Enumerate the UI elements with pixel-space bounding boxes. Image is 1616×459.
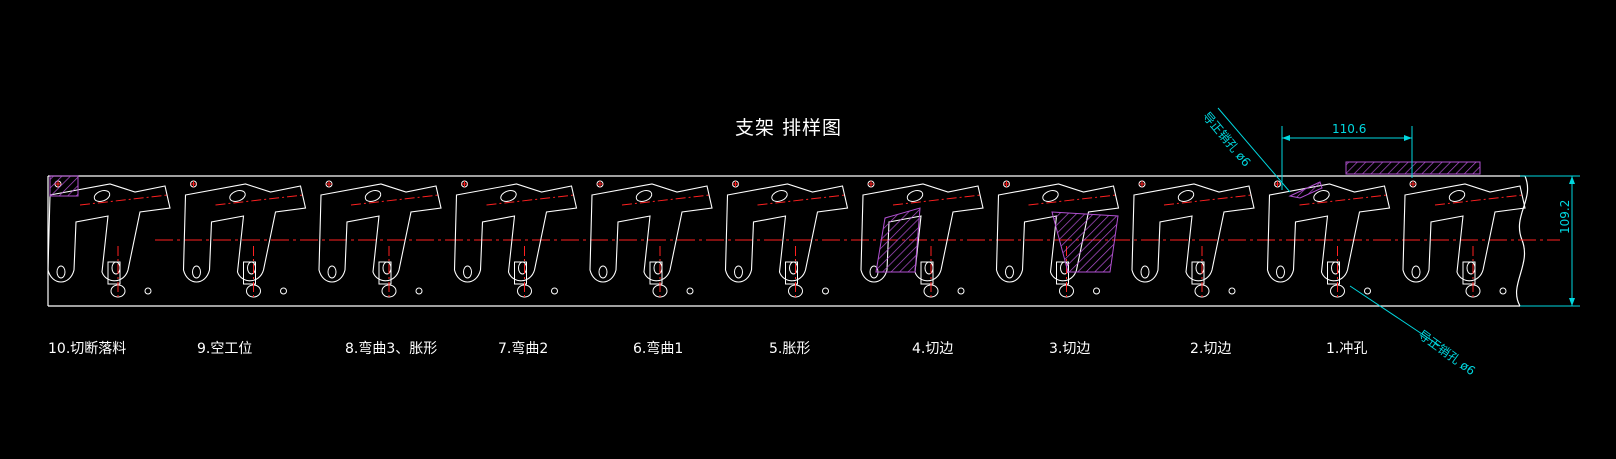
dimension-lines <box>1217 107 1580 347</box>
carrier-tab <box>514 261 527 285</box>
carrier-tab <box>378 261 392 285</box>
station-label-7: 7.弯曲2 <box>498 341 549 357</box>
lug-hole <box>247 261 256 275</box>
slot-hole <box>229 190 246 202</box>
station-label-8: 8.弯曲3、胀形 <box>345 341 438 357</box>
station-label-1: 1.冲孔 <box>1326 341 1368 357</box>
pilot-hole <box>415 287 423 295</box>
slot-hole <box>1177 190 1195 202</box>
lug-hole <box>1331 261 1340 275</box>
strip-outline <box>47 175 1529 307</box>
station-label-5: 5.胀形 <box>769 341 811 357</box>
lug-hole <box>1466 261 1476 275</box>
carrier-tab <box>107 261 121 285</box>
part-axis <box>350 194 440 206</box>
slot-hole <box>93 190 111 202</box>
carrier-tab <box>1327 261 1340 285</box>
station-label-3: 3.切边 <box>1049 341 1091 357</box>
pilot-hole <box>1228 287 1236 295</box>
part-axis <box>1163 194 1253 206</box>
lug-hole <box>1411 265 1421 279</box>
carrier-tab <box>785 261 798 285</box>
lug-hole <box>653 261 663 275</box>
pilot-hole <box>822 287 829 295</box>
slot-hole <box>906 190 924 202</box>
part-axis <box>621 194 711 206</box>
lug-hole <box>382 261 392 275</box>
lug-hole <box>518 261 527 275</box>
drawing-title: 支架 排样图 <box>735 117 843 139</box>
bracket-part <box>995 183 1120 283</box>
station-label-2: 2.切边 <box>1190 341 1232 357</box>
lug-hole <box>1195 261 1205 275</box>
lug-hole <box>1276 265 1285 279</box>
lug-hole <box>789 261 798 275</box>
part-axis <box>486 194 575 206</box>
bracket-part <box>1266 183 1391 283</box>
carrier-tab <box>243 261 256 285</box>
lug-hole <box>327 265 337 279</box>
pitch-dimension: 110.6 <box>1332 122 1367 136</box>
scrap-hatches <box>49 161 1481 273</box>
carrier-tab <box>1462 261 1476 285</box>
dimension-arrows <box>1282 135 1575 306</box>
slot-hole <box>1313 190 1330 202</box>
lug-hole <box>1005 265 1014 279</box>
part-axis <box>892 194 982 206</box>
part-axis <box>1434 194 1524 206</box>
strip-width-dimension: 109.2 <box>1558 199 1572 234</box>
parts-group <box>47 180 1526 300</box>
slot-hole <box>1448 190 1466 202</box>
part-axis <box>1299 194 1388 206</box>
pilot-hole <box>1093 287 1100 295</box>
slot-hole <box>364 190 382 202</box>
bracket-part <box>1131 183 1255 283</box>
part-axis <box>79 194 169 206</box>
lug-hole <box>56 265 66 279</box>
lug-hole <box>463 265 472 279</box>
lug-hole <box>111 261 121 275</box>
slot-hole <box>1042 190 1059 202</box>
part-axis <box>757 194 846 206</box>
pilot-hole <box>686 287 694 295</box>
lug-hole <box>924 261 934 275</box>
station-label-10: 10.切断落料 <box>48 341 127 357</box>
bracket-part <box>453 183 578 283</box>
station-label-4: 4.切边 <box>912 341 954 357</box>
lug-hole <box>192 265 201 279</box>
carrier-tab <box>920 261 934 285</box>
carrier-tab <box>1191 261 1205 285</box>
pilot-hole <box>280 287 287 295</box>
bracket-part <box>589 183 713 283</box>
pilot-hole <box>144 287 152 295</box>
bracket-part <box>724 183 849 283</box>
lug-hole <box>598 265 608 279</box>
pilot-hole <box>1499 287 1507 295</box>
carrier-tab <box>649 261 663 285</box>
station-label-6: 6.弯曲1 <box>633 341 684 357</box>
slot-hole <box>500 190 517 202</box>
station-label-9: 9.空工位 <box>197 341 253 357</box>
pilot-hole <box>957 287 965 295</box>
bracket-part <box>47 183 171 283</box>
bracket-part <box>318 183 442 283</box>
bracket-part <box>182 183 307 283</box>
pilot-hole <box>551 287 558 295</box>
lug-hole <box>1140 265 1150 279</box>
pilot-hole <box>1364 287 1371 295</box>
part-axis <box>1028 194 1117 206</box>
carrier-tab <box>1056 261 1069 285</box>
slot-hole <box>635 190 653 202</box>
lug-hole <box>734 265 743 279</box>
bracket-part <box>1402 183 1526 283</box>
slot-hole <box>771 190 788 202</box>
part-axis <box>215 194 304 206</box>
